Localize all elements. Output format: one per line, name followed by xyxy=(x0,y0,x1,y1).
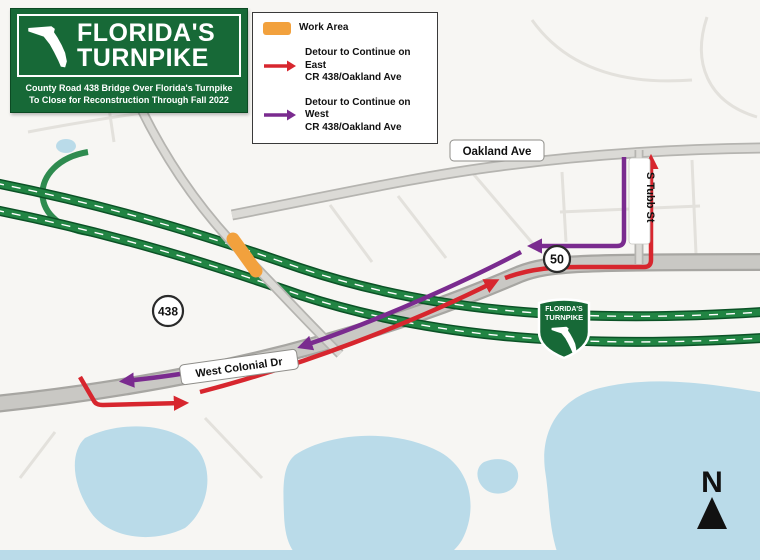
cr438-shield: 438 xyxy=(151,294,185,328)
turnpike-logo-text: FLORIDA'S TURNPIKE xyxy=(77,21,215,70)
logo-title-line2: TURNPIKE xyxy=(77,43,209,72)
sr50-shield-text: 50 xyxy=(550,253,564,267)
legend-item-west-detour: Detour to Continue on West CR 438/Oaklan… xyxy=(263,97,427,135)
oakland-ave-label: Oakland Ave xyxy=(449,139,545,162)
north-arrow-label: N xyxy=(701,466,723,499)
road-sr50-colonial xyxy=(0,253,760,413)
work-area-label: Work Area xyxy=(299,22,349,34)
legend-item-east-detour: Detour to Continue on East CR 438/Oaklan… xyxy=(263,47,427,85)
east-detour-arrow-icon xyxy=(264,60,296,72)
west-detour-line1: Detour to Continue on West xyxy=(305,96,411,121)
oakland-ave-text: Oakland Ave xyxy=(463,146,532,158)
north-arrow-triangle xyxy=(697,497,727,529)
west-detour-label: Detour to Continue on West CR 438/Oaklan… xyxy=(305,97,427,135)
s-tubb-label: S Tubb St xyxy=(628,157,656,245)
legend-item-work-area: Work Area xyxy=(263,22,427,35)
turnpike-shield: FLORIDA'S TURNPIKE xyxy=(537,298,591,360)
west-detour-arrow-icon xyxy=(264,109,296,121)
turnpike-shield-line1: FLORIDA'S xyxy=(545,306,583,313)
west-detour-line2: CR 438/Oakland Ave xyxy=(305,121,402,133)
road-turnpike xyxy=(0,178,760,347)
work-area-marker xyxy=(226,232,263,278)
sr50-shield: 50 xyxy=(542,244,572,274)
s-tubb-text: S Tubb St xyxy=(644,172,656,223)
turnpike-header-panel: FLORIDA'S TURNPIKE County Road 438 Bridg… xyxy=(10,8,248,114)
subtitle-line2: To Close for Reconstruction Through Fall… xyxy=(29,95,229,106)
subtitle-line1: County Road 438 Bridge Over Florida's Tu… xyxy=(25,83,233,93)
logo-title-line1: FLORIDA'S xyxy=(77,19,216,47)
east-detour-label: Detour to Continue on East CR 438/Oaklan… xyxy=(305,47,427,85)
turnpike-shield-line2: TURNPIKE xyxy=(545,313,583,322)
east-detour-line2: CR 438/Oakland Ave xyxy=(305,72,402,83)
turnpike-shield-florida-icon xyxy=(551,326,577,354)
work-area-swatch xyxy=(263,22,291,35)
road-oakland-ave xyxy=(230,142,760,221)
turnpike-logo: FLORIDA'S TURNPIKE xyxy=(17,14,241,77)
east-detour-route xyxy=(78,153,659,411)
north-arrow: N xyxy=(697,466,727,529)
florida-state-icon xyxy=(28,25,67,67)
cr438-shield-text: 438 xyxy=(158,305,178,319)
east-detour-line1: Detour to Continue on East xyxy=(305,47,411,71)
legend-panel: Work Area Detour to Continue on East CR … xyxy=(252,12,438,144)
closure-subtitle: County Road 438 Bridge Over Florida's Tu… xyxy=(17,82,241,106)
